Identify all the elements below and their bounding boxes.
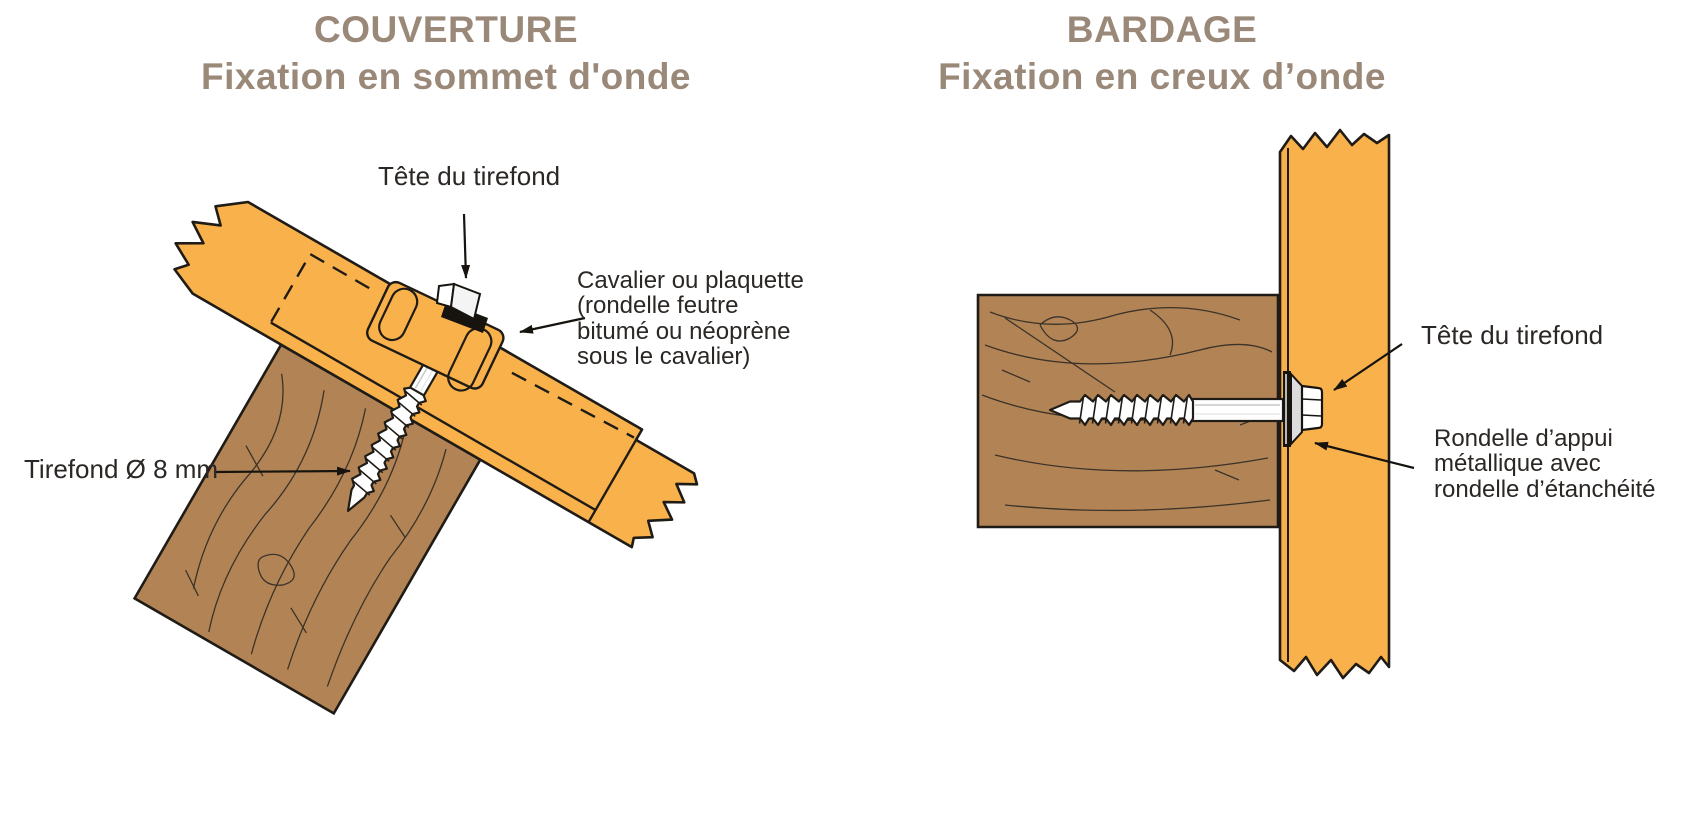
right-diagram	[976, 128, 1415, 680]
bitumen-washer	[441, 302, 488, 333]
hex-head-face	[1300, 384, 1324, 432]
label-washer-line2: métallique avec	[1434, 450, 1601, 478]
saddle-slot-left	[378, 287, 419, 342]
label-saddle-line1: Cavalier ou plaquette	[577, 267, 804, 294]
metal-bearing-washer	[1290, 371, 1303, 447]
arrow-to-head	[1333, 343, 1403, 391]
wood-grain	[185, 373, 447, 687]
hex-head-face	[449, 282, 482, 321]
lag-screw-right	[1048, 393, 1285, 427]
label-screw-head-right: Tête du tirefond	[1421, 320, 1604, 350]
sealing-washer	[1283, 371, 1291, 447]
hex-head-assembly-left	[435, 282, 488, 333]
label-lag-screw: Tirefond Ø 8 mm	[24, 454, 219, 484]
sheet-lap-line	[270, 321, 597, 512]
screw-shank	[1190, 397, 1285, 423]
left-diagram	[132, 200, 699, 716]
cladding-sheet	[1278, 128, 1391, 680]
label-washer-line3: rondelle d’étanchéité	[1434, 475, 1656, 503]
hex-head-facets	[1301, 398, 1322, 417]
label-saddle-line3: bitumé ou néoprène	[577, 317, 791, 345]
arrow-to-washer	[1314, 441, 1415, 470]
upper-sheet-edge	[588, 437, 639, 522]
label-saddle-line2: (rondelle feutre	[577, 292, 739, 320]
right-title: BARDAGE Fixation en creux d’onde	[852, 6, 1472, 100]
label-screw-head-left: Tête du tirefond	[378, 161, 561, 191]
arrow-to-saddle	[519, 316, 586, 334]
right-title-line1: BARDAGE	[1066, 9, 1258, 50]
right-screw-threads	[1078, 396, 1189, 424]
right-title-line2: Fixation en creux d’onde	[938, 56, 1386, 97]
label-washer-line1: Rondelle d’appui	[1434, 425, 1613, 452]
left-screw-silhouette	[346, 386, 427, 513]
left-leader-arrows	[214, 213, 586, 476]
label-washer: Rondelle d’appui métallique avec rondell…	[1434, 425, 1656, 503]
arrow-to-screw	[214, 466, 351, 476]
left-title-line2: Fixation en sommet d'onde	[200, 56, 691, 97]
label-saddle-line4: sous le cavalier)	[577, 343, 751, 371]
hex-head-assembly-right	[1283, 371, 1324, 447]
label-saddle: Cavalier ou plaquette (rondelle feutre b…	[577, 268, 804, 370]
right-screw-silhouette	[1048, 393, 1195, 427]
arrow-to-head	[461, 213, 471, 279]
left-screw-threads	[352, 390, 423, 496]
right-leader-arrows	[1314, 343, 1415, 470]
left-title: COUVERTURE Fixation en sommet d'onde	[136, 6, 756, 100]
left-title-line1: COUVERTURE	[313, 9, 579, 50]
